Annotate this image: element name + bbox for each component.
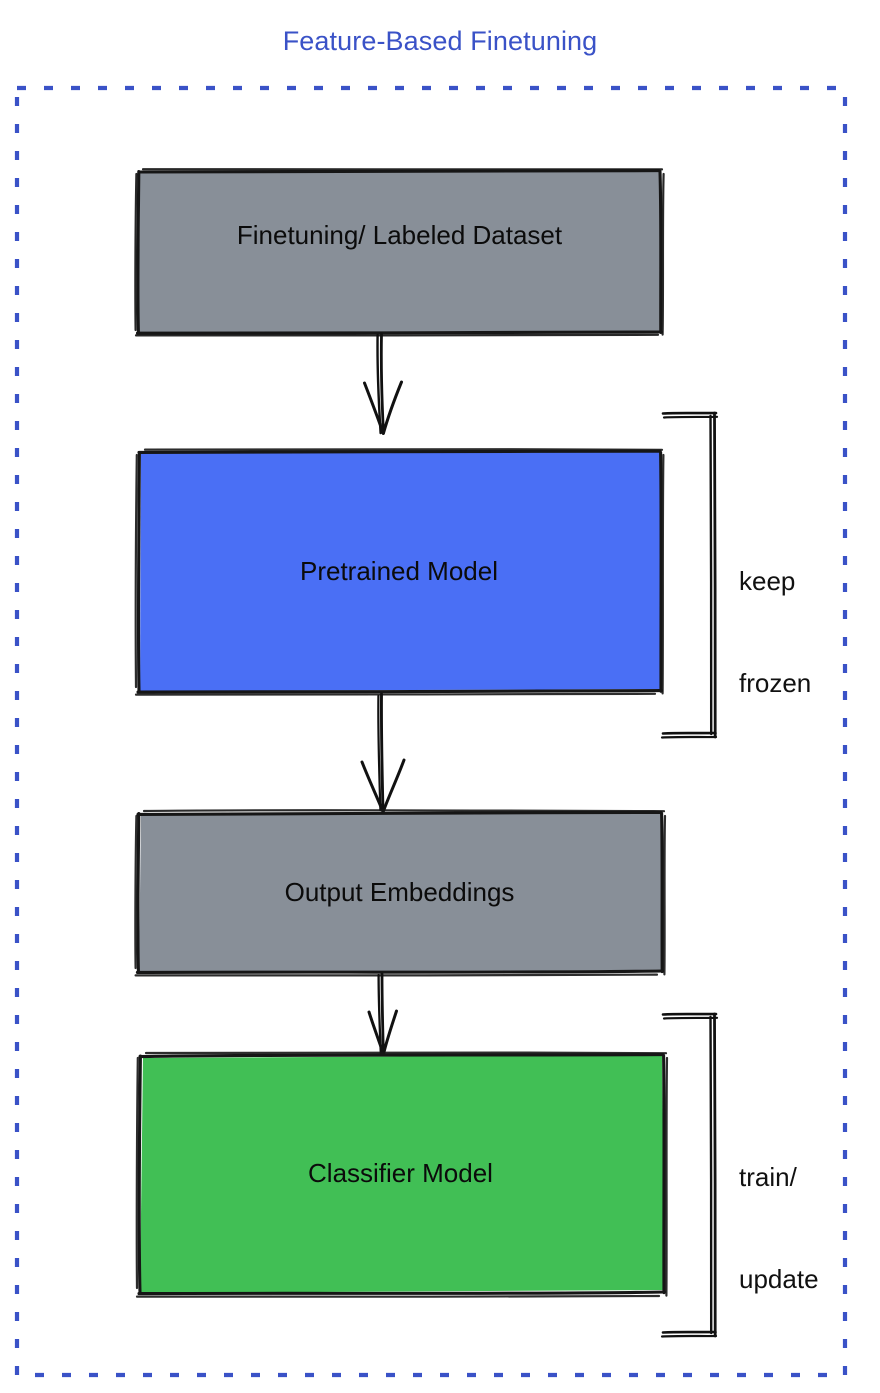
bracket-keep-frozen [660,411,719,739]
node-classifier-model-hitbox[interactable] [137,1053,664,1293]
node-output-embeddings-hitbox[interactable] [137,812,662,972]
bracket-label-keep-frozen-line1: keep [739,566,796,596]
node-output-embeddings[interactable] [134,809,667,977]
node-pretrained-model-hitbox[interactable] [137,450,661,691]
arrow-pretrained-to-embeddings [360,692,406,814]
bracket-label-train-update: train/ update [739,1092,819,1364]
bracket-label-keep-frozen: keep frozen [739,496,811,768]
bracket-label-train-update-line2: update [739,1264,819,1294]
dashed-frame [14,85,848,1378]
page-title: Feature-Based Finetuning [282,26,598,56]
bracket-label-train-update-line1: train/ [739,1162,797,1192]
node-finetuning-dataset[interactable] [134,167,665,337]
node-finetuning-dataset-hitbox[interactable] [138,170,661,333]
bracket-label-keep-frozen-line2: frozen [739,668,812,698]
node-classifier-model[interactable] [135,1051,669,1298]
bracket-train-update [660,1012,719,1338]
arrow-embeddings-to-classifier [367,972,398,1056]
arrow-dataset-to-pretrained [363,332,403,435]
node-pretrained-model[interactable] [134,447,665,696]
